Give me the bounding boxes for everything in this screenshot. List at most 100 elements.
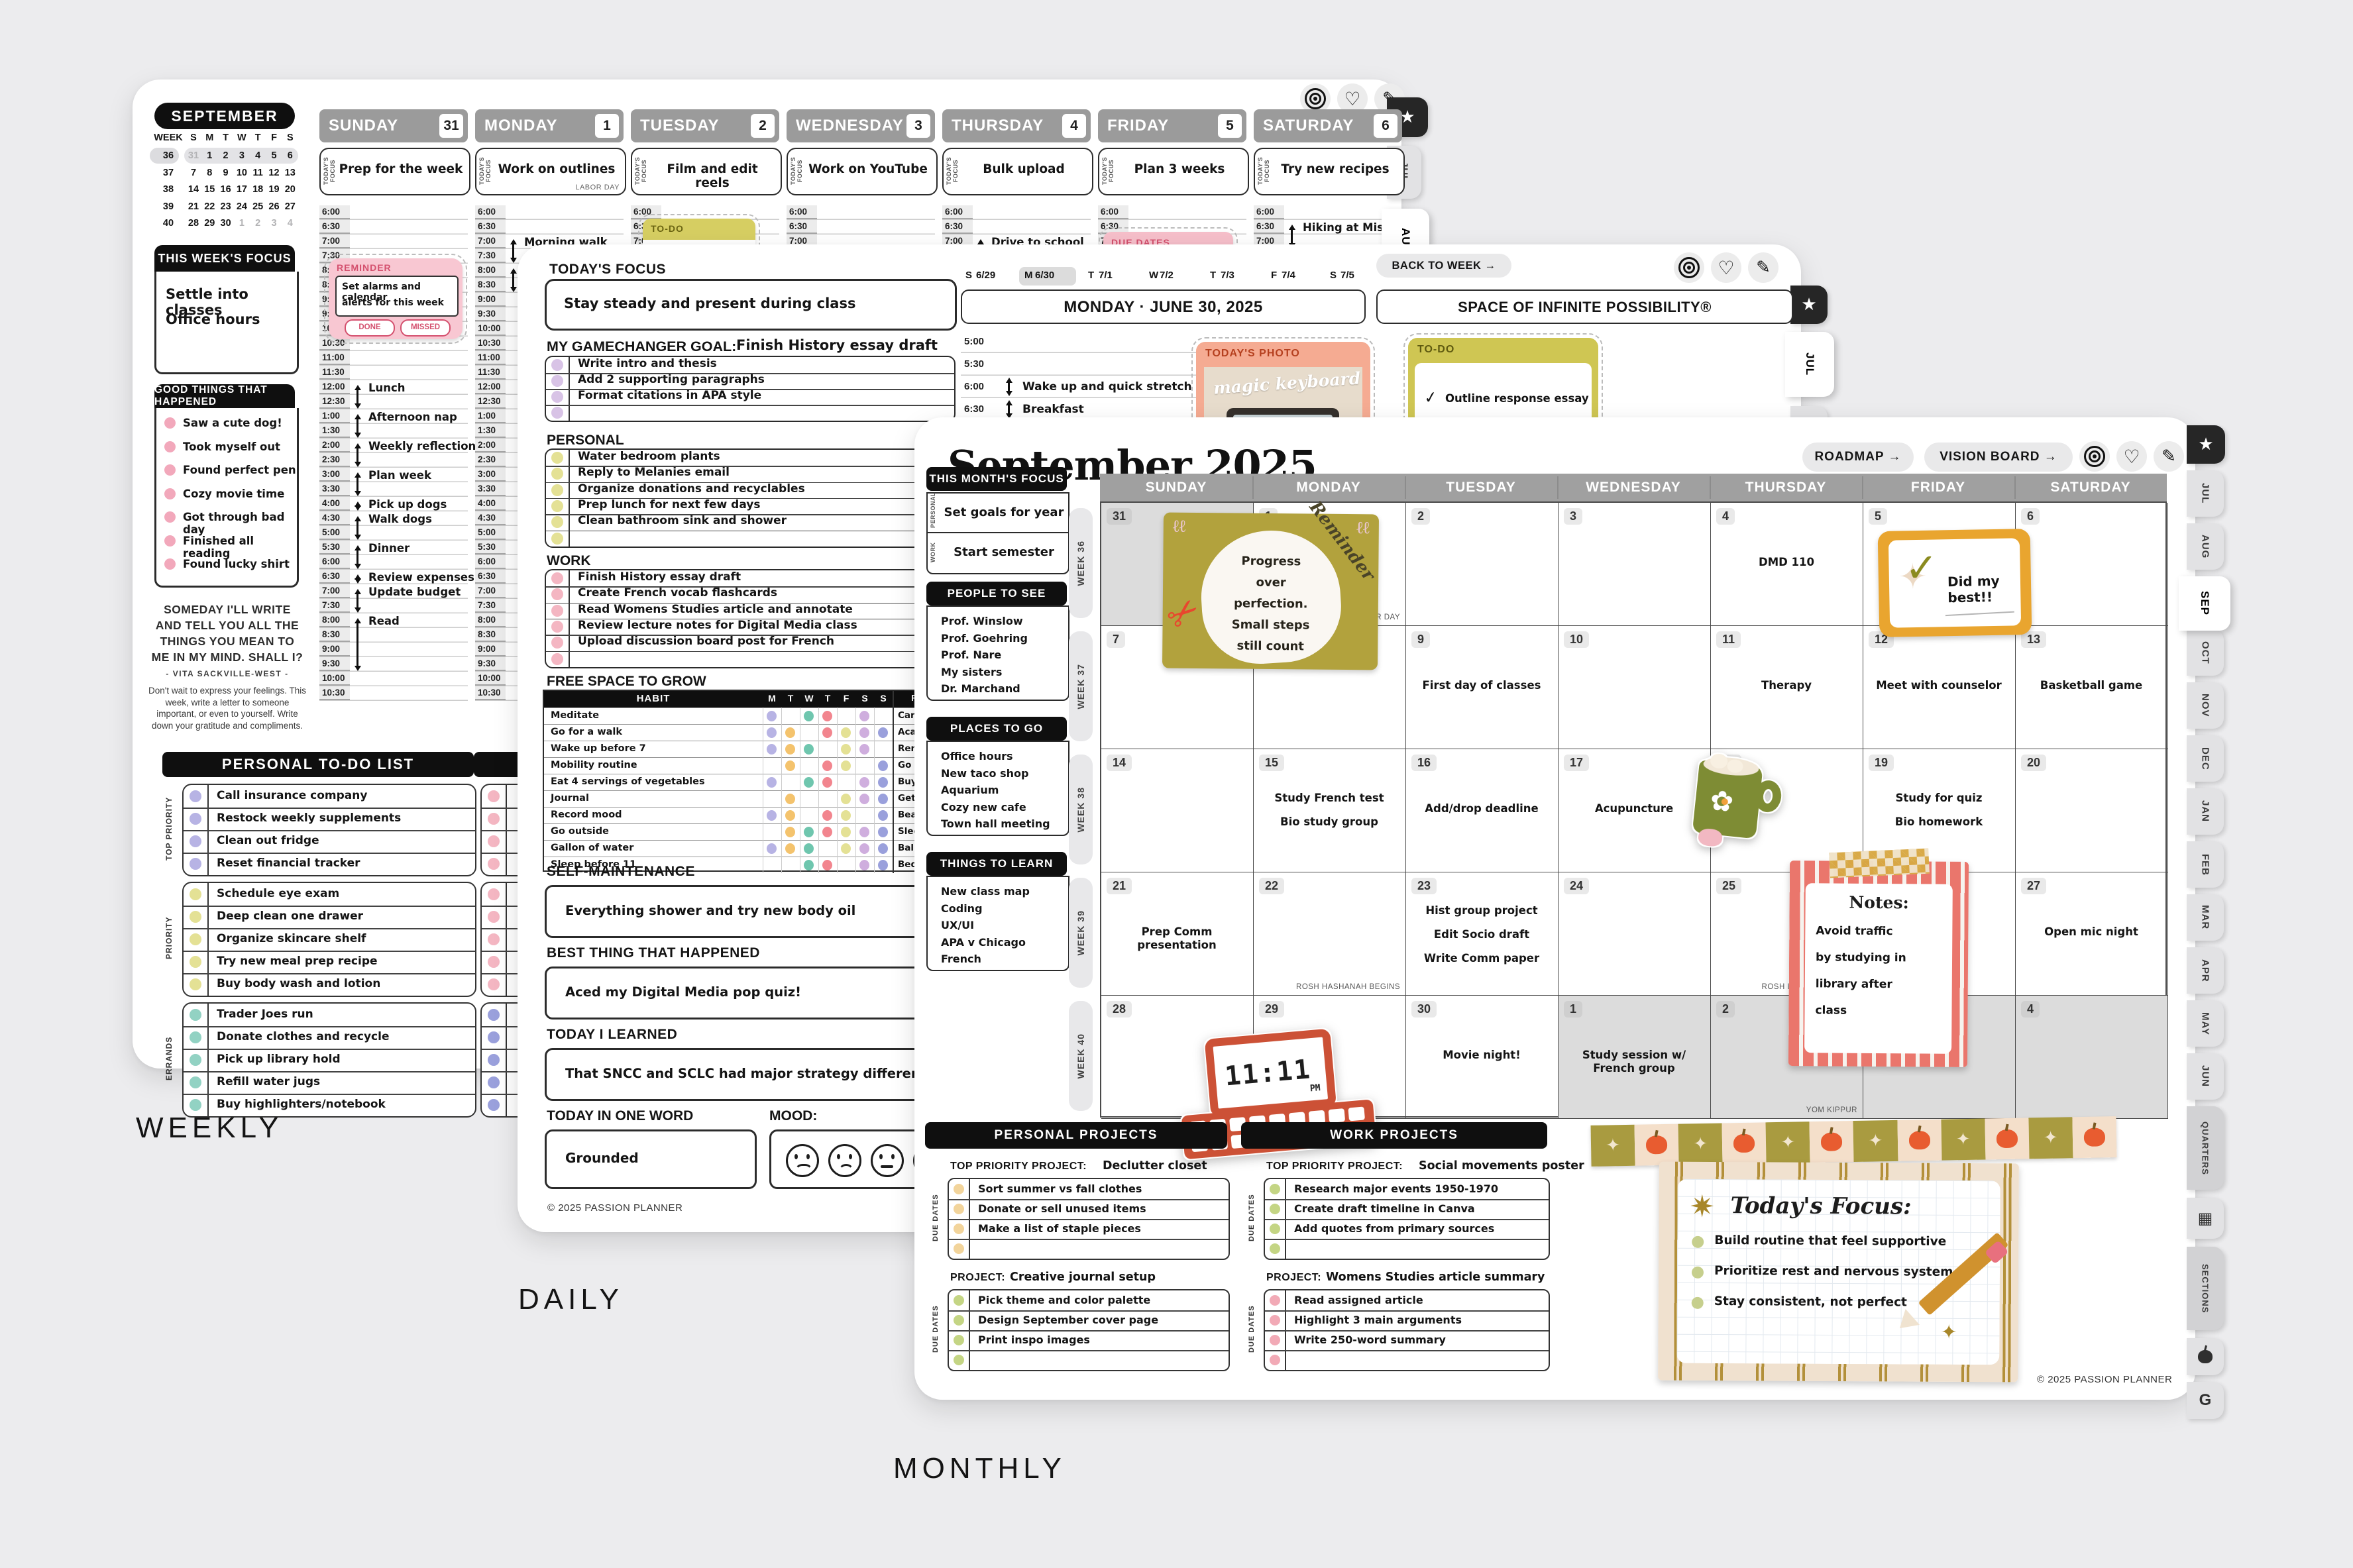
monthly-tab-grid-view[interactable]: ▦ xyxy=(2187,1198,2224,1239)
personal-projects-dot[interactable] xyxy=(954,1184,964,1194)
mini-cal-day[interactable]: 4 xyxy=(255,150,261,161)
habit-mark[interactable] xyxy=(859,827,869,837)
second-todo-dot[interactable] xyxy=(488,978,500,990)
mini-cal-day[interactable]: 8 xyxy=(207,167,213,178)
calendar-cell[interactable]: 3 xyxy=(1559,503,1711,626)
habit-mark[interactable] xyxy=(841,727,851,738)
places-to-go-item[interactable]: Town hall meeting xyxy=(941,817,1050,830)
habit-mark[interactable] xyxy=(841,760,851,771)
back-to-week-button[interactable]: BACK TO WEEK → xyxy=(1376,254,1511,278)
daily-event-label[interactable]: Wake up and quick stretch xyxy=(1022,380,1192,393)
mini-cal-day[interactable]: 24 xyxy=(236,201,247,212)
focus-item-dot[interactable] xyxy=(1691,1296,1704,1309)
habit-mark[interactable] xyxy=(878,727,888,738)
good-thing-dot[interactable] xyxy=(164,464,176,476)
habit-mark[interactable] xyxy=(804,860,814,870)
habit-mark[interactable] xyxy=(859,777,869,788)
places-to-go-item[interactable]: New taco shop xyxy=(941,766,1029,780)
habit-mark[interactable] xyxy=(822,727,832,738)
things-to-learn-item[interactable]: APA v Chicago xyxy=(941,935,1026,949)
mini-cal-day[interactable]: 15 xyxy=(204,184,215,195)
habit-mark[interactable] xyxy=(767,727,777,738)
habit-mark[interactable] xyxy=(785,827,795,837)
habit-mark[interactable] xyxy=(859,727,869,738)
personal-task-dot[interactable] xyxy=(551,484,563,496)
calendar-cell[interactable]: 6 xyxy=(2016,503,2168,626)
monthly-tab-star[interactable]: ★ xyxy=(2187,425,2225,464)
mini-cal-day[interactable]: 29 xyxy=(204,218,215,229)
todo-dot[interactable] xyxy=(190,813,201,825)
work-task-dot[interactable] xyxy=(551,588,563,601)
todo-dot[interactable] xyxy=(190,1054,201,1066)
heart-icon[interactable]: ♡ xyxy=(1337,83,1368,114)
personal-projects-dot[interactable] xyxy=(954,1295,964,1306)
second-todo-dot[interactable] xyxy=(488,790,500,802)
work-task-dot[interactable] xyxy=(551,604,563,617)
work-task-dot[interactable] xyxy=(551,653,563,665)
mini-cal-day[interactable]: 4 xyxy=(287,218,293,229)
monthly-tab-mar[interactable]: MAR xyxy=(2187,894,2224,941)
work-projects-dot[interactable] xyxy=(1270,1184,1280,1194)
habit-mark[interactable] xyxy=(841,810,851,821)
mood-face-sad[interactable] xyxy=(786,1144,819,1177)
event-label[interactable]: Lunch xyxy=(368,382,406,394)
work-task-dot[interactable] xyxy=(551,621,563,633)
apple-tape-sticker[interactable]: ✦✦✦✦✦✦ xyxy=(1590,1116,2117,1167)
mini-cal-day[interactable]: 1 xyxy=(239,218,245,229)
target-icon[interactable] xyxy=(2079,441,2110,472)
personal-task-dot[interactable] xyxy=(551,532,563,545)
mini-cal-day[interactable]: 23 xyxy=(220,201,231,212)
daily-tab-star[interactable]: ★ xyxy=(1790,286,1828,324)
gamechanger-task-dot[interactable] xyxy=(551,407,563,419)
monthly-tab-apple[interactable] xyxy=(2187,1338,2224,1375)
todo-dot[interactable] xyxy=(190,790,201,802)
people-to-see-item[interactable]: My sisters xyxy=(941,665,1003,678)
calendar-cell[interactable]: 20 xyxy=(2016,749,2168,872)
habit-mark[interactable] xyxy=(804,843,814,854)
todo-dot[interactable] xyxy=(190,888,201,900)
second-todo-dot[interactable] xyxy=(488,1009,500,1021)
calendar-cell[interactable]: 14 xyxy=(1101,749,1254,872)
monthly-tab-sep[interactable]: SEP xyxy=(2179,576,2230,631)
monthly-tab-jul[interactable]: JUL xyxy=(2187,470,2224,517)
habit-mark[interactable] xyxy=(822,860,832,870)
monthly-tab-feb[interactable]: FEB xyxy=(2187,841,2224,888)
habit-mark[interactable] xyxy=(822,760,832,771)
work-projects-dot[interactable] xyxy=(1270,1224,1280,1234)
habit-mark[interactable] xyxy=(785,744,795,755)
monthly-tab-jun[interactable]: JUN xyxy=(2187,1053,2224,1100)
monthly-tab-quarters[interactable]: QUARTERS xyxy=(2187,1106,2224,1190)
mini-cal-day[interactable]: 19 xyxy=(268,184,280,195)
mini-cal-day[interactable]: 18 xyxy=(252,184,264,195)
habit-mark[interactable] xyxy=(822,711,832,721)
second-todo-dot[interactable] xyxy=(488,813,500,825)
mini-cal-day[interactable]: 5 xyxy=(271,150,277,161)
things-to-learn-item[interactable]: UX/UI xyxy=(941,919,975,931)
calendar-cell[interactable]: 2 xyxy=(1406,503,1559,626)
todo-dot[interactable] xyxy=(190,835,201,847)
reminder-button-missed[interactable]: MISSED xyxy=(400,319,451,337)
monthly-tab-may[interactable]: MAY xyxy=(2187,1000,2224,1047)
target-icon[interactable] xyxy=(1674,252,1704,283)
mini-cal-day[interactable]: 25 xyxy=(252,201,264,212)
todays-focus-sticker[interactable]: ✷Today's Focus:Build routine that feel s… xyxy=(1658,1161,2019,1383)
mini-cal-day[interactable]: 11 xyxy=(252,167,263,178)
people-to-see-item[interactable]: Prof. Goehring xyxy=(941,631,1028,645)
todo-dot[interactable] xyxy=(190,911,201,923)
personal-projects-dot[interactable] xyxy=(954,1355,964,1365)
roadmap-button[interactable]: ROADMAP → xyxy=(1802,443,1914,472)
